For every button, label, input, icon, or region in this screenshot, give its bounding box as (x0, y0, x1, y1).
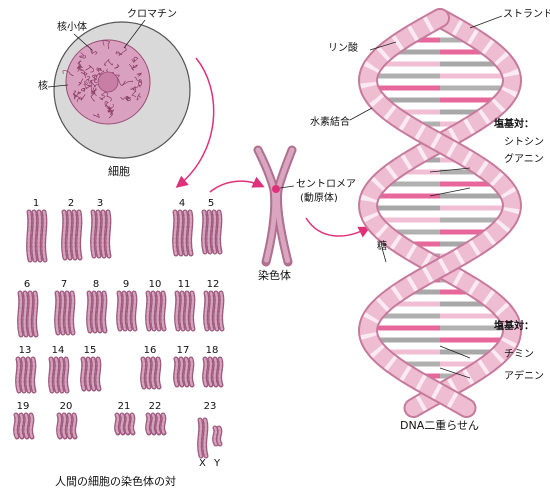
centromere-sub-label: (動原体) (300, 194, 338, 204)
karyotype-number: 3 (97, 199, 103, 209)
karyotype-number: 11 (178, 280, 191, 290)
chromosome (258, 150, 294, 262)
dna-caption: DNA二重らせん (400, 420, 479, 431)
chromatin-label: クロマチン (127, 10, 177, 20)
karyotype-number: 8 (93, 280, 99, 290)
sugar-label: 糖 (377, 242, 387, 252)
karyotype-number: 23 (204, 402, 217, 412)
guanine-label: グアニン (504, 155, 544, 165)
phosphate-label: リン酸 (328, 44, 358, 54)
karyotype-number: 19 (17, 402, 30, 412)
nucleus-label: 核 (38, 82, 48, 92)
base-pair-label-2: 塩基対： (494, 322, 534, 332)
arrow-chromosome-to-dna (306, 218, 368, 236)
karyotype-number: 17 (177, 346, 190, 356)
nucleolus-label: 核小体 (57, 23, 87, 33)
strand-label: ストランド (503, 10, 550, 20)
karyotype-number: 18 (206, 346, 219, 356)
karyotype-number: 1 (33, 199, 39, 209)
cytosine-label: シトシン (504, 138, 544, 148)
chromosome-caption: 染色体 (258, 270, 291, 281)
centromere-label: セントロメア (296, 180, 356, 190)
karyotype-number: 20 (60, 402, 73, 412)
karyotype-number: 15 (84, 346, 97, 356)
arrow-karyotype-to-chromosome (210, 181, 262, 192)
karyotype-number: 16 (144, 346, 157, 356)
karyotype-number: 7 (61, 280, 67, 290)
cell (48, 20, 190, 158)
karyotype (16, 212, 222, 456)
cell-caption: 細胞 (108, 166, 130, 177)
x-chromosome-label: X (199, 459, 206, 469)
karyotype-number: 9 (123, 280, 129, 290)
nucleolus (98, 72, 118, 92)
adenine-label: アデニン (504, 372, 544, 382)
karyotype-number: 13 (19, 346, 32, 356)
karyotype-number: 2 (68, 199, 74, 209)
karyotype-number: 21 (118, 402, 131, 412)
y-chromosome-label: Y (214, 459, 220, 469)
karyotype-number: 5 (208, 199, 214, 209)
karyotype-number: 4 (179, 199, 185, 209)
centromere (272, 185, 280, 193)
karyotype-number: 22 (149, 402, 162, 412)
karyotype-number: 14 (52, 346, 65, 356)
karyotype-number: 6 (24, 280, 30, 290)
karyotype-caption: 人間の細胞の染色体の対 (55, 476, 176, 487)
dna-double-helix (368, 18, 512, 408)
thymine-label: チミン (504, 350, 534, 360)
base-pair-label-1: 塩基対： (494, 120, 534, 130)
karyotype-number: 12 (207, 280, 220, 290)
hydrogen-bond-label: 水素結合 (310, 118, 350, 128)
karyotype-number: 10 (149, 280, 162, 290)
